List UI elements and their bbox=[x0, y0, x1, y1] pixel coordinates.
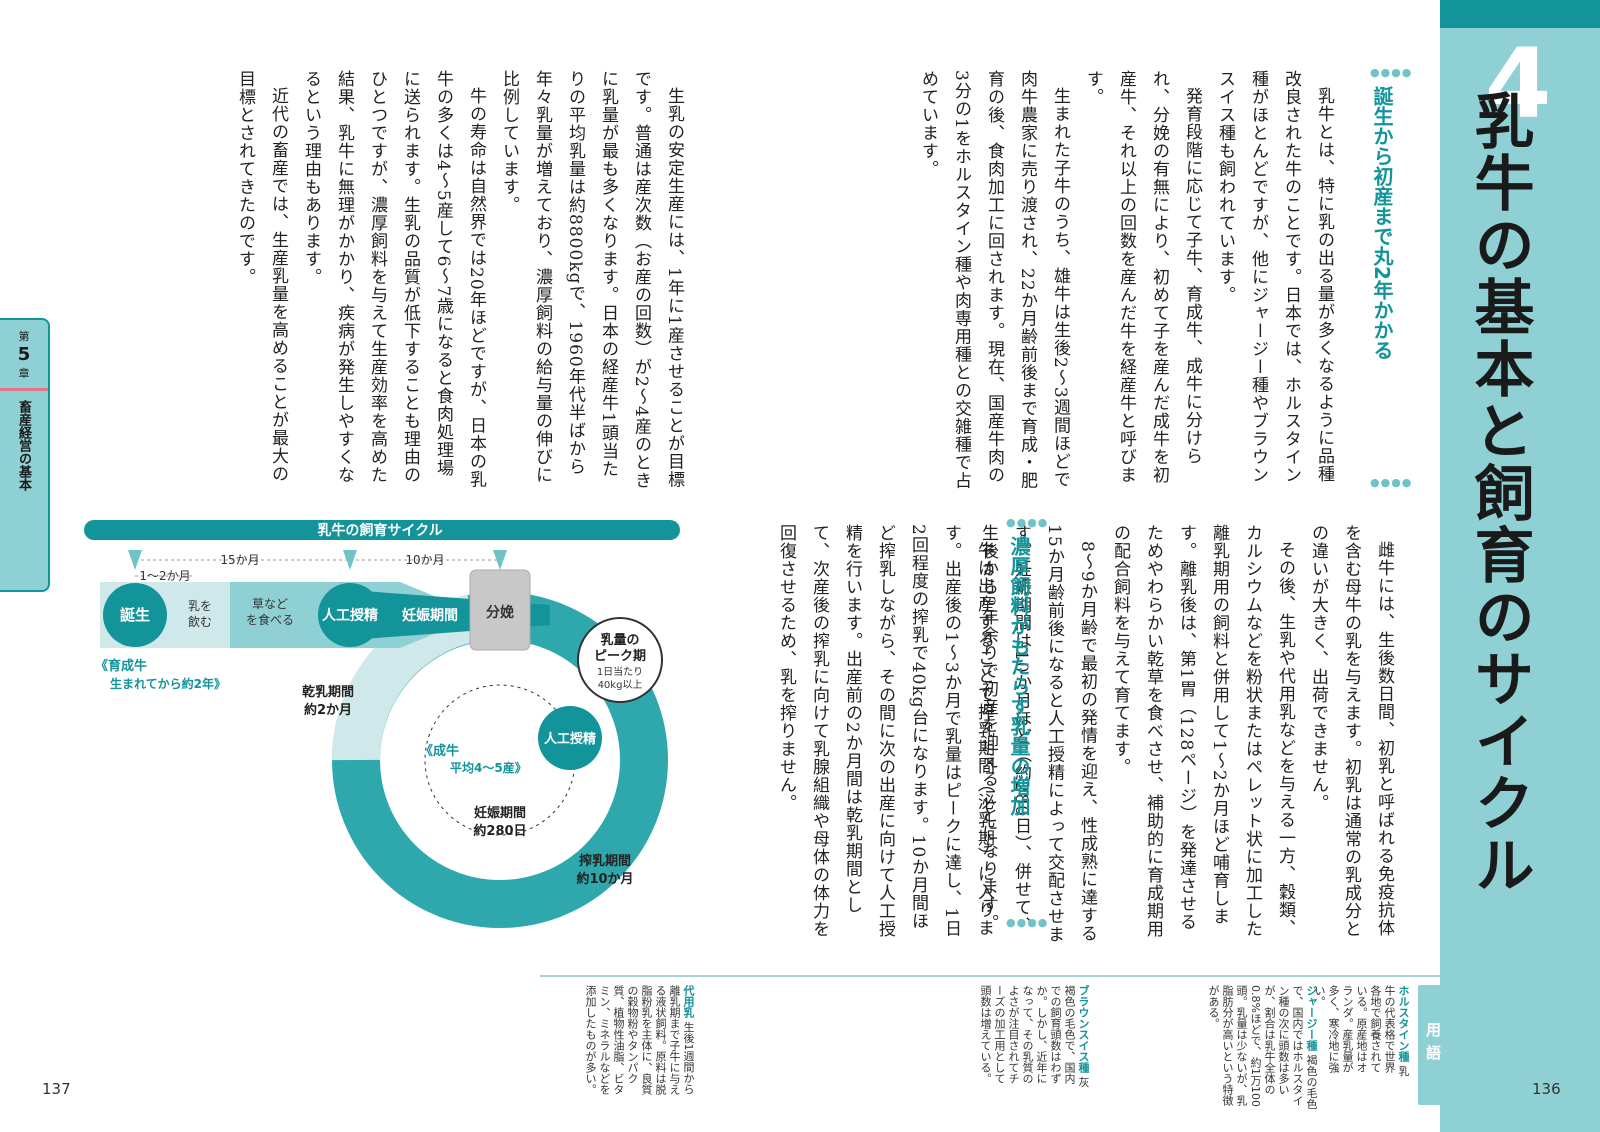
ai-circle-1 bbox=[318, 583, 382, 647]
glossary-term: ジャージー種 bbox=[1305, 985, 1318, 1051]
feeding-cycle-diagram: 乳牛の飼育サイクル 15か月 10か月 1〜2か月 誕生 乳を 飲む 草など bbox=[80, 520, 700, 940]
glossary-rule bbox=[540, 975, 1440, 977]
diagram-title-bar bbox=[84, 520, 680, 540]
glossary-item: ブラウンスイス種 灰褐色の毛色で、国内での飼育頭数はわずか。しかし、近年になって… bbox=[940, 985, 1090, 1090]
marker-ai bbox=[343, 550, 357, 570]
chapter-prefix: 第 bbox=[18, 330, 30, 343]
young-label-1: 《育成牛 bbox=[95, 658, 147, 674]
feeding-cycle-svg: 乳牛の飼育サイクル 15か月 10か月 1〜2か月 誕生 乳を 飲む 草など bbox=[84, 520, 680, 928]
glossary-term: 代用乳 bbox=[682, 985, 695, 1018]
section-heading-2: 濃厚飼料がもたらす乳量の増加 bbox=[1007, 536, 1031, 816]
diagram-title: 乳牛の飼育サイクル bbox=[317, 522, 442, 538]
page-number-right: 136 bbox=[1532, 1080, 1561, 1098]
span-1-2-label: 1〜2か月 bbox=[139, 569, 190, 583]
chapter-name: 畜産経営の基本 bbox=[16, 400, 31, 491]
milk-label-2: 飲む bbox=[188, 614, 212, 629]
chapter-suffix: 章 bbox=[18, 367, 30, 380]
marker-birth bbox=[128, 550, 142, 570]
peak-label-4: 40kg以上 bbox=[598, 679, 643, 691]
birth-label: 誕生 bbox=[120, 606, 150, 624]
glossary-text: 乳牛の代表格で世界各地で飼養されている。原産地はオランダ。産乳量が多く、寒冷地に… bbox=[1313, 985, 1410, 1077]
glossary-text: 灰褐色の毛色で、国内での飼育頭数はわずか。しかし、近年になって、その乳質のよさが… bbox=[979, 985, 1090, 1088]
grass-label-2: を食べる bbox=[246, 612, 294, 627]
dry-label-1: 乾乳期間 bbox=[302, 684, 354, 700]
glossary-item: ジャージー種 褐色の毛色で、国内ではホルスタイン種の次に頭数は多いが、割合は乳牛… bbox=[1188, 985, 1318, 1115]
peak-label-3: 1日当たり bbox=[597, 665, 643, 678]
delivery-label: 分娩 bbox=[486, 604, 514, 621]
adult-label-2: 平均4〜5産》 bbox=[450, 760, 527, 775]
heading-dots-top: ●●●● bbox=[1006, 516, 1049, 529]
body-text-right-lower: 雌牛には、生後数日間、初乳と呼ばれる免疫抗体を含む母牛の乳を与えます。初乳は通常… bbox=[978, 524, 1400, 944]
span-15-label: 15か月 bbox=[220, 553, 259, 567]
chapter-number: 4 bbox=[1484, 28, 1552, 140]
peak-circle bbox=[577, 617, 663, 703]
young-label-2: 生まれてから約2年》 bbox=[110, 676, 226, 691]
paragraph: 生乳の安定生産には、1年に1産させることが目標です。普通は産次数（お産の回数）が… bbox=[499, 70, 684, 490]
grass-label-1: 草など bbox=[252, 597, 288, 611]
glossary-label: 用語 bbox=[1418, 985, 1444, 1105]
glossary-text: 褐色の毛色で、国内ではホルスタイン種の次に頭数は多いが、割合は乳牛全体の0.8%… bbox=[1207, 985, 1318, 1110]
body-text-section2-start: 牛は出産することで搾乳期間（泌乳期）に入ります。出産後の1〜3か月で乳量はピーク… bbox=[776, 524, 1000, 944]
preg2-label-1: 妊娠期間 bbox=[474, 805, 526, 821]
page-title: 乳牛の基本と飼育のサイクル bbox=[1464, 90, 1534, 896]
paragraph: 近代の畜産では、生産乳量を高めることが最大の目標とされてきたのです。 bbox=[235, 70, 288, 483]
section-heading-1: 誕生から初産まで丸2年かかる bbox=[1370, 86, 1394, 360]
milking-label-1: 搾乳期間 bbox=[579, 853, 631, 869]
heading-dots-bottom: ●●●● bbox=[1370, 476, 1413, 489]
chapter-tab[interactable]: 第 5 章 畜産経営の基本 bbox=[0, 318, 50, 592]
body-text-left: 生乳の安定生産には、1年に1産させることが目標です。普通は産次数（お産の回数）が… bbox=[110, 70, 690, 490]
span-10-label: 10か月 bbox=[405, 553, 444, 567]
ai-label-1: 人工授精 bbox=[322, 607, 378, 624]
paragraph: 乳牛とは、特に乳の出る量が多くなるように品種改良された牛のことです。日本では、ホ… bbox=[1215, 70, 1334, 484]
paragraph: その後、生乳や代用乳などを与える一方、穀類、カルシウムなどを粉状またはペレット状… bbox=[1110, 524, 1295, 938]
paragraph: 8〜9か月齢で最初の発情を迎え、性成熟に達する15か月齢前後になると人工授精によ… bbox=[978, 524, 1097, 944]
preg2-label-2: 約280日 bbox=[473, 823, 526, 839]
heading-dots-bottom: ●●●● bbox=[1006, 916, 1049, 929]
peak-label-2: ピーク期 bbox=[594, 649, 646, 664]
peak-label-1: 乳量の bbox=[600, 632, 639, 648]
milking-label-2: 約10か月 bbox=[576, 871, 633, 887]
glossary-item: ホルスタイン種 乳牛の代表格で世界各地で飼養されている。原産地はオランダ。産乳量… bbox=[1313, 985, 1410, 1080]
body-text-right-upper: 乳牛とは、特に乳の出る量が多くなるように品種改良された牛のことです。日本では、ホ… bbox=[900, 70, 1340, 490]
ai-label-2: 人工授精 bbox=[544, 731, 596, 747]
adult-label-1: 《成牛 bbox=[420, 743, 459, 759]
delivery-box bbox=[469, 569, 531, 651]
pregnancy-label: 妊娠期間 bbox=[402, 607, 458, 624]
birth-circle bbox=[103, 583, 167, 647]
paragraph: 発育段階に応じて子牛、育成牛、成牛に分けられ、分娩の有無により、初めて子を産んだ… bbox=[1083, 70, 1202, 484]
page-number-left: 137 bbox=[42, 1080, 71, 1098]
glossary-text: 生後1週間から離乳期まで子牛に与える液状飼料。原料は脱脂粉乳を主体に、良質の穀物… bbox=[584, 985, 695, 1095]
paragraph: 生まれた子牛のうち、雄牛は生後2〜3週間ほどで肉牛農家に売り渡され、22か月齢前… bbox=[918, 70, 1070, 490]
chapter-tab-number: 5 bbox=[17, 344, 31, 365]
glossary-term: ホルスタイン種 bbox=[1397, 985, 1410, 1062]
chapter-tab-rule bbox=[0, 388, 48, 391]
ai-circle-2 bbox=[538, 706, 602, 770]
heading-dots-top: ●●●● bbox=[1370, 66, 1413, 79]
title-band-top bbox=[1440, 0, 1600, 28]
chapter-label: 第 5 章 bbox=[0, 328, 48, 381]
glossary-term: ブラウンスイス種 bbox=[1077, 985, 1090, 1073]
dry-label-2: 約2か月 bbox=[304, 702, 352, 718]
paragraph: 牛は出産することで搾乳期間（泌乳期）に入ります。出産後の1〜3か月で乳量はピーク… bbox=[776, 524, 994, 938]
paragraph: 雌牛には、生後数日間、初乳と呼ばれる免疫抗体を含む母牛の乳を与えます。初乳は通常… bbox=[1308, 524, 1394, 938]
marker-delivery bbox=[493, 550, 507, 570]
milk-label-1: 乳を bbox=[188, 599, 212, 613]
glossary-item: 代用乳 生後1週間から離乳期まで子牛に与える液状飼料。原料は脱脂粉乳を主体に、良… bbox=[545, 985, 695, 1095]
paragraph: 牛の寿命は自然界では20年ほどですが、日本の乳牛の多くは4〜5産して6〜7歳にな… bbox=[301, 70, 486, 489]
title-band bbox=[1440, 0, 1600, 1132]
